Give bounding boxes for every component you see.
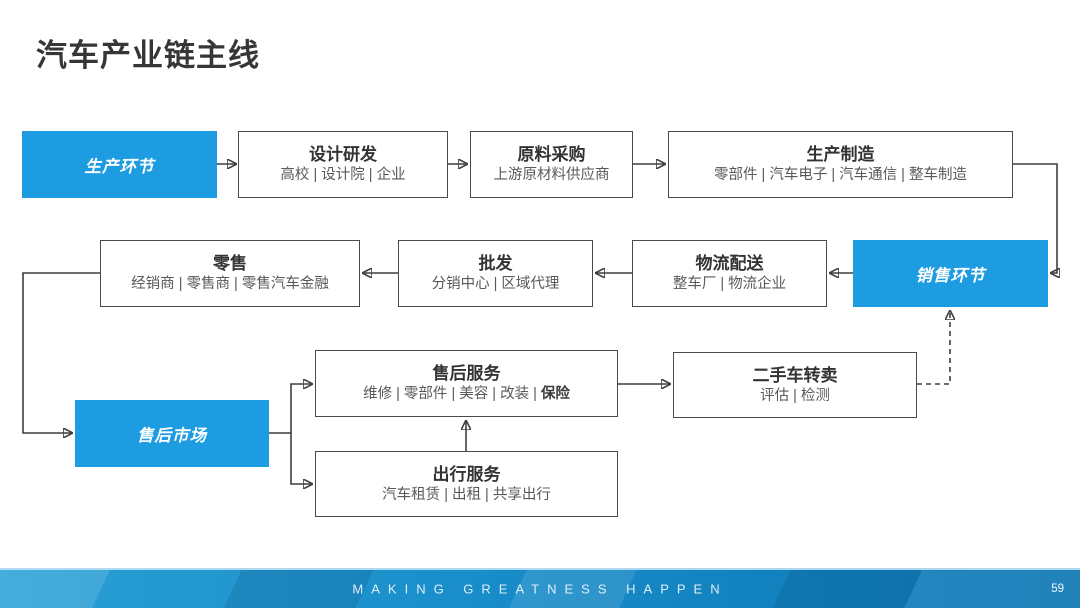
node-title: 物流配送: [695, 254, 764, 274]
node-subtitle: 分销中心 | 区域代理: [431, 276, 560, 293]
node-mobility: 出行服务 汽车租赁 | 出租 | 共享出行: [315, 451, 618, 517]
connector-aftermarket-to-mobility: [290, 433, 312, 484]
stage-label: 销售环节: [915, 266, 986, 285]
node-subtitle: 经销商 | 零售商 | 零售汽车金融: [131, 276, 329, 293]
node-title: 生产制造: [806, 145, 875, 165]
node-title: 售后服务: [432, 364, 501, 384]
node-subtitle-bold: 保险: [540, 386, 570, 403]
node-retail: 零售 经销商 | 零售商 | 零售汽车金融: [100, 240, 360, 307]
stage-box-production: 生产环节: [22, 131, 217, 198]
node-title: 批发: [478, 254, 513, 274]
node-title: 设计研发: [309, 145, 377, 165]
footer-band: MAKING GREATNESS HAPPEN 59: [0, 568, 1080, 608]
node-wholesale: 批发 分销中心 | 区域代理: [398, 240, 593, 307]
stage-box-aftermarket: 售后市场: [75, 400, 269, 467]
node-title: 二手车转卖: [752, 365, 838, 385]
page-title: 汽车产业链主线: [36, 38, 260, 73]
node-subtitle: 整车厂 | 物流企业: [672, 276, 787, 293]
stage-box-sales: 销售环节: [853, 240, 1048, 307]
page-number: 59: [1051, 583, 1064, 595]
node-title: 原料采购: [517, 145, 586, 165]
stage-label: 售后市场: [137, 426, 207, 445]
node-subtitle: 维修 | 零部件 | 美容 | 改装 | 保险: [363, 387, 570, 402]
node-subtitle-text: 维修 | 零部件 | 美容 | 改装 |: [363, 386, 541, 403]
node-materials: 原料采购 上游原材料供应商: [470, 131, 633, 198]
footer-slogan: MAKING GREATNESS HAPPEN: [352, 581, 728, 597]
node-logistics: 物流配送 整车厂 | 物流企业: [632, 240, 827, 307]
node-subtitle: 上游原材料供应商: [493, 167, 610, 184]
node-subtitle: 评估 | 检测: [760, 387, 830, 404]
node-subtitle: 零部件 | 汽车电子 | 汽车通信 | 整车制造: [714, 167, 967, 184]
node-used-car: 二手车转卖 评估 | 检测: [673, 352, 917, 418]
node-subtitle: 汽车租赁 | 出租 | 共享出行: [382, 486, 551, 503]
node-design: 设计研发 高校 | 设计院 | 企业: [238, 131, 448, 198]
node-manufacturing: 生产制造 零部件 | 汽车电子 | 汽车通信 | 整车制造: [668, 131, 1013, 198]
node-title: 出行服务: [432, 464, 501, 484]
node-title: 零售: [213, 254, 247, 274]
node-after-sales: 售后服务 维修 | 零部件 | 美容 | 改装 | 保险: [315, 350, 618, 417]
connector-aftermarket-to-aftersales: [290, 384, 312, 433]
stage-label: 生产环节: [84, 157, 155, 176]
connector-usedcar-to-sales-dashed: [917, 311, 950, 385]
node-subtitle: 高校 | 设计院 | 企业: [280, 167, 406, 184]
